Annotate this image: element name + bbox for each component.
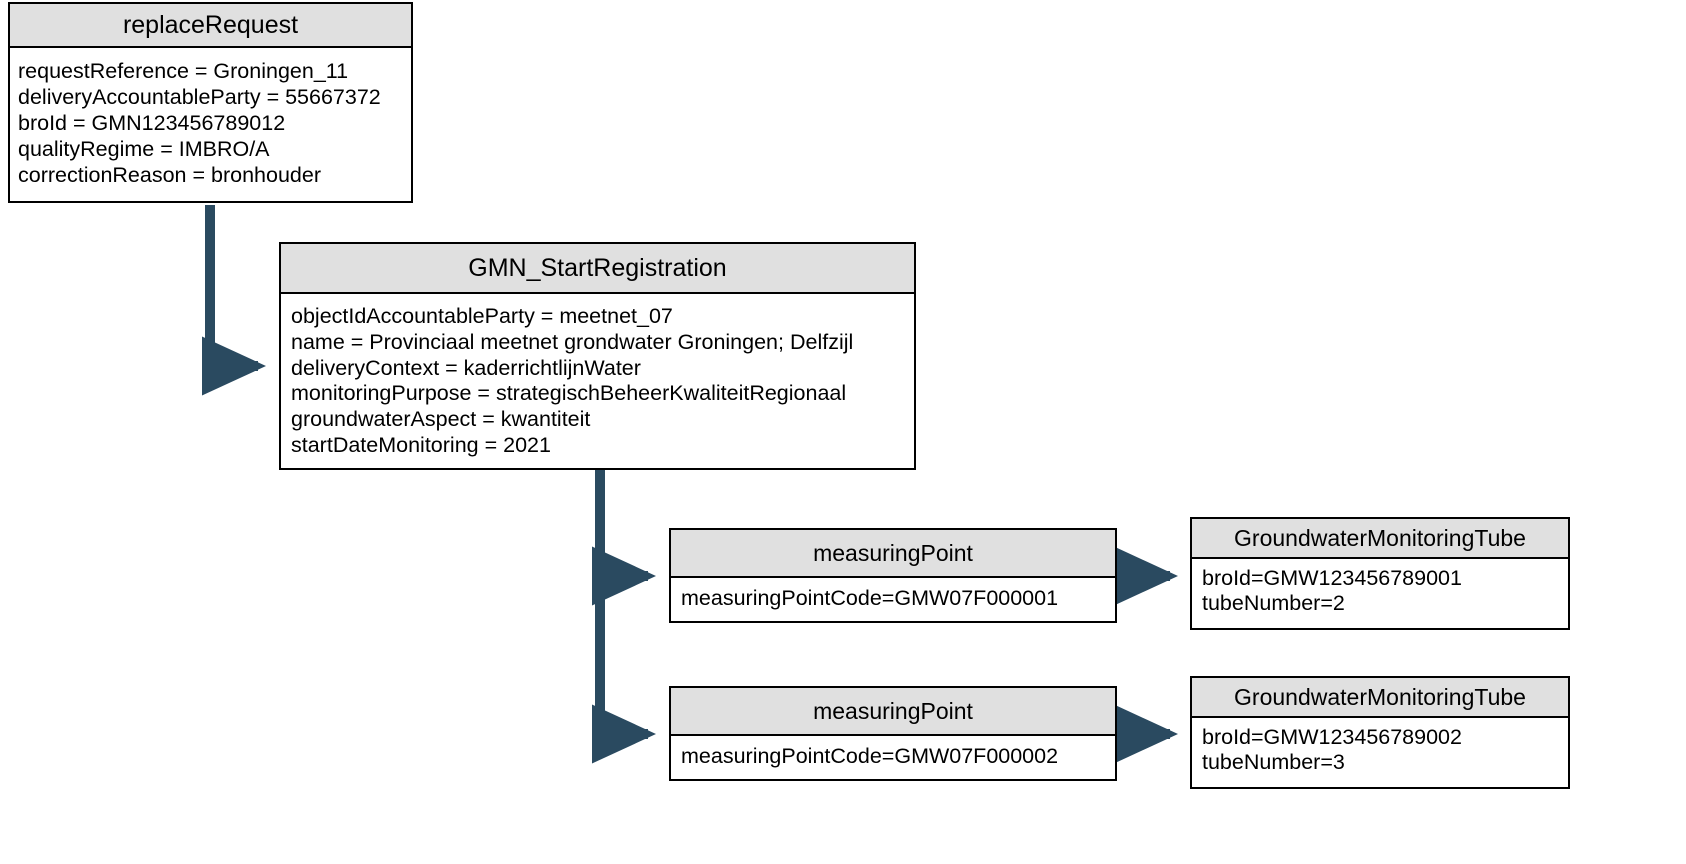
box-replace-request-title: replaceRequest — [10, 4, 411, 48]
attribute-deliveryContext: deliveryContext = kaderrichtlijnWater — [291, 355, 641, 380]
attribute-tubeNumber: tubeNumber=2 — [1202, 591, 1345, 615]
attribute-monitoringPurpose: monitoringPurpose = strategischBeheerKwa… — [291, 381, 847, 406]
box-measuring-point-2-attributes: measuringPointCode=GMW07F000002 — [671, 736, 1115, 769]
box-gmn-startregistration[interactable]: GMN_StartRegistration objectIdAccountabl… — [279, 242, 916, 470]
attribute-tubeNumber: tubeNumber=3 — [1202, 750, 1345, 774]
connector-gmn-to-measuring-point-2 — [592, 704, 657, 764]
box-groundwater-monitoring-tube-1-title: GroundwaterMonitoringTube — [1192, 519, 1568, 559]
box-replace-request[interactable]: replaceRequest requestReference = Gronin… — [8, 2, 413, 203]
attribute-correctionReason: correctionReason = bronhouder — [18, 163, 321, 187]
box-groundwater-monitoring-tube-2-attributes: broId=GMW123456789002 tubeNumber=3 — [1192, 718, 1568, 775]
attribute-groundwaterAspect: groundwaterAspect = kwantiteit — [291, 407, 591, 432]
attribute-requestReference: requestReference = Groningen_11 — [18, 59, 349, 83]
attribute-broId: broId=GMW123456789002 — [1202, 725, 1462, 749]
box-groundwater-monitoring-tube-1-attributes: broId=GMW123456789001 tubeNumber=2 — [1192, 559, 1568, 616]
box-gmn-startregistration-attributes: objectIdAccountableParty = meetnet_07 na… — [281, 294, 914, 459]
box-groundwater-monitoring-tube-2[interactable]: GroundwaterMonitoringTube broId=GMW12345… — [1190, 676, 1570, 789]
attribute-qualityRegime: qualityRegime = IMBRO/A — [18, 137, 270, 161]
box-measuring-point-1-attributes: measuringPointCode=GMW07F000001 — [671, 578, 1115, 611]
attribute-broId: broId = GMN123456789012 — [18, 111, 286, 135]
box-measuring-point-1[interactable]: measuringPoint measuringPointCode=GMW07F… — [669, 528, 1117, 623]
box-groundwater-monitoring-tube-1[interactable]: GroundwaterMonitoringTube broId=GMW12345… — [1190, 517, 1570, 630]
attribute-objectIdAccountableParty: objectIdAccountableParty = meetnet_07 — [291, 304, 673, 328]
attribute-broId: broId=GMW123456789001 — [1202, 566, 1462, 590]
attribute-measuringPointCode: measuringPointCode=GMW07F000001 — [681, 586, 1059, 610]
box-gmn-startregistration-title: GMN_StartRegistration — [281, 244, 914, 294]
box-groundwater-monitoring-tube-2-title: GroundwaterMonitoringTube — [1192, 678, 1568, 718]
box-measuring-point-1-title: measuringPoint — [671, 530, 1115, 578]
box-measuring-point-2[interactable]: measuringPoint measuringPointCode=GMW07F… — [669, 686, 1117, 781]
connector-replace-request-to-gmn — [202, 205, 267, 396]
box-replace-request-attributes: requestReference = Groningen_11 delivery… — [10, 48, 411, 188]
attribute-measuringPointCode: measuringPointCode=GMW07F000002 — [681, 744, 1059, 768]
attribute-startDateMonitoring: startDateMonitoring = 2021 — [291, 432, 551, 457]
connector-gmn-to-measuring-point-1 — [592, 546, 657, 606]
attribute-name: name = Provinciaal meetnet grondwater Gr… — [291, 329, 854, 354]
attribute-deliveryAccountableParty: deliveryAccountableParty = 55667372 — [18, 85, 381, 109]
box-measuring-point-2-title: measuringPoint — [671, 688, 1115, 736]
